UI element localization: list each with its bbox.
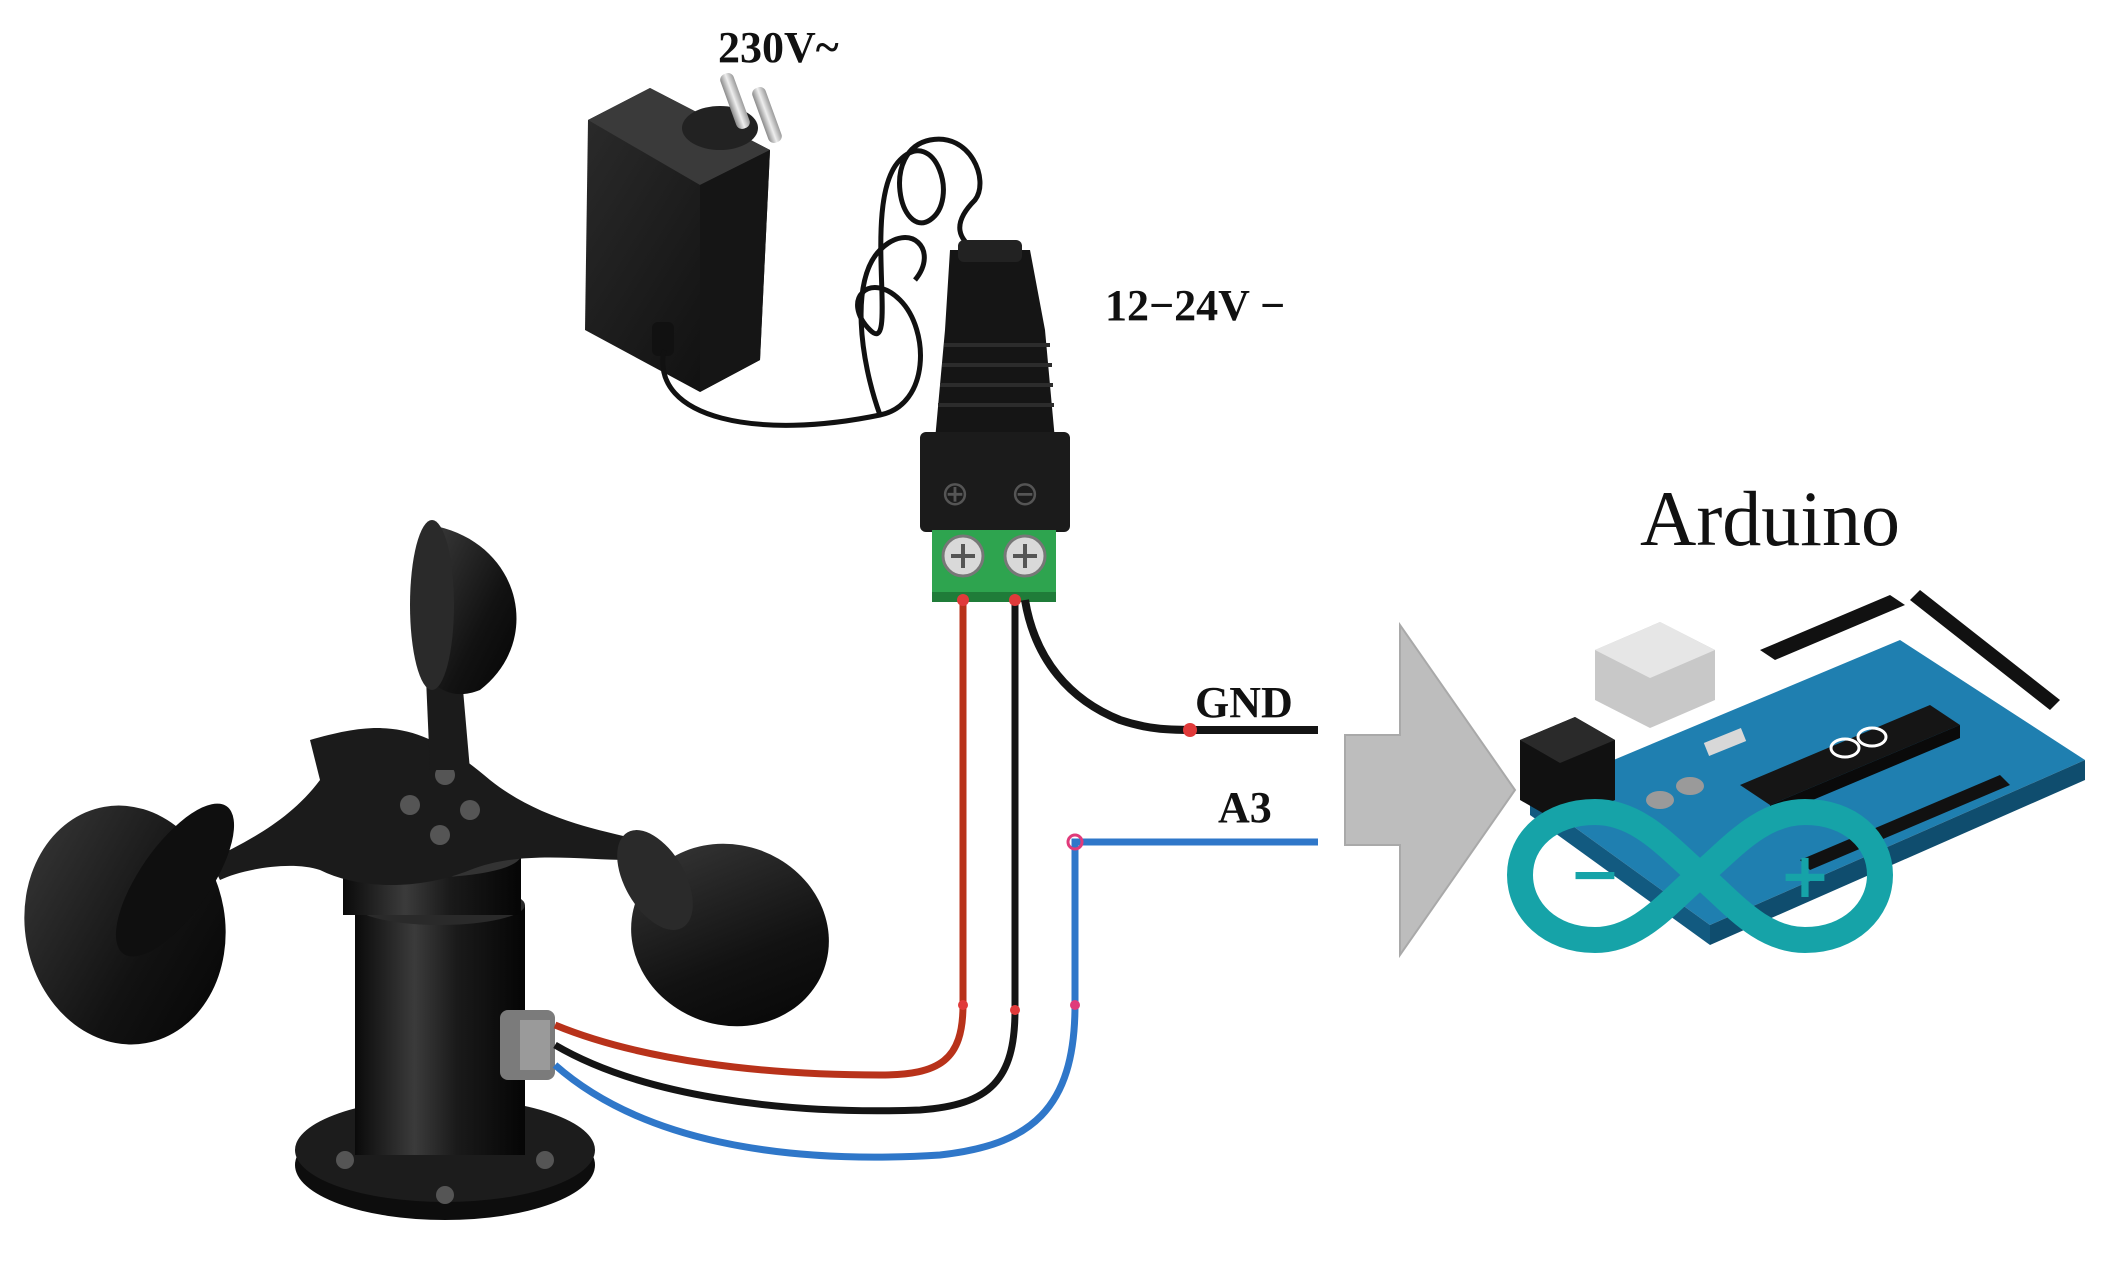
junction-a3 (1066, 833, 1084, 851)
anemometer-icon (24, 520, 829, 1220)
junction-blue (1070, 1000, 1080, 1010)
dc-voltage-label: 12−24V − (1105, 281, 1285, 330)
wire-gnd (1021, 599, 1318, 734)
connector-plus-symbol: ⊕ (941, 474, 970, 514)
gnd-label: GND (1195, 678, 1293, 727)
wire-black (553, 600, 1019, 1115)
arduino-title: Arduino (1640, 475, 1900, 562)
arduino-logo-minus: − (1569, 837, 1621, 910)
arrow-right-icon (1344, 621, 1517, 959)
wire-red (553, 600, 967, 1079)
wire-blue (552, 838, 1318, 1161)
arduino-logo-icon: − + (1506, 798, 1894, 954)
a3-label: A3 (1218, 783, 1272, 832)
arduino-logo-plus: + (1779, 839, 1831, 912)
mains-voltage-label: 230V~ (718, 23, 839, 72)
junction-red (958, 1000, 968, 1010)
junction-gnd (1183, 723, 1197, 737)
connector-minus-symbol: ⊖ (1011, 474, 1040, 514)
junction-black (1010, 1005, 1020, 1015)
power-adapter-icon (585, 73, 983, 428)
dc-jack-connector-icon: ⊕ ⊖ (920, 240, 1070, 602)
